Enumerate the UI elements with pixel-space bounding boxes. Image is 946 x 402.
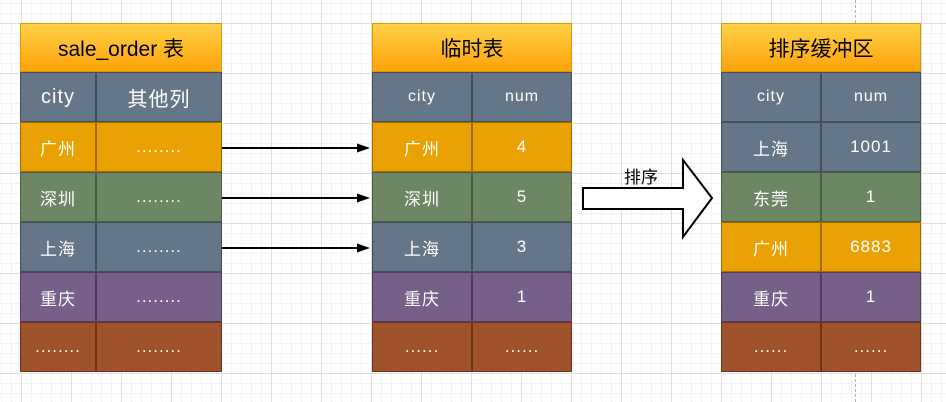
cell-city: 深圳 [372,172,472,222]
cell-city: 重庆 [20,272,96,322]
table-title: 排序缓冲区 [721,23,921,72]
table-sale-order: sale_order 表 city 其他列 广州 ........ 深圳 ...… [20,23,222,372]
table-row: ........ ........ [20,322,222,372]
table-sort-buffer: 排序缓冲区 city num 上海 1001 东莞 1 广州 6883 重庆 1… [721,23,921,372]
table-row: ...... ...... [721,322,921,372]
table-temp: 临时表 city num 广州 4 深圳 5 上海 3 重庆 1 ...... … [372,23,572,372]
cell-num: 1001 [821,122,921,172]
row-mapping-arrow [222,243,370,253]
row-mapping-arrow [222,143,370,153]
cell-num: 1 [821,172,921,222]
cell-value: ........ [96,122,222,172]
table-row: 广州 4 [372,122,572,172]
cell-num: 3 [472,222,572,272]
cell-num: ...... [821,322,921,372]
cell-num: 5 [472,172,572,222]
table-row: 深圳 ........ [20,172,222,222]
cell-num: 1 [472,272,572,322]
cell-city: 广州 [20,122,96,172]
cell-city: 重庆 [372,272,472,322]
table-row: 上海 ........ [20,222,222,272]
row-mapping-arrow [222,193,370,203]
table-header-row: city num [721,72,921,122]
cell-value: ........ [96,222,222,272]
cell-num: 6883 [821,222,921,272]
cell-city: 上海 [721,122,821,172]
table-header-row: city num [372,72,572,122]
cell-num: ...... [472,322,572,372]
table-row: 重庆 1 [721,272,921,322]
cell-city: 广州 [372,122,472,172]
table-row: ...... ...... [372,322,572,372]
cell-value: ........ [96,322,222,372]
table-title: 临时表 [372,23,572,72]
column-header-num: num [472,72,572,122]
table-title: sale_order 表 [20,23,222,72]
table-row: 深圳 5 [372,172,572,222]
cell-value: ........ [96,172,222,222]
cell-value: ........ [96,272,222,322]
sort-arrow-label: 排序 [624,168,658,187]
table-row: 东莞 1 [721,172,921,222]
cell-city: ...... [721,322,821,372]
cell-city: 重庆 [721,272,821,322]
table-header-row: city 其他列 [20,72,222,122]
table-row: 上海 3 [372,222,572,272]
cell-city: 上海 [20,222,96,272]
cell-city: ........ [20,322,96,372]
column-header-city: city [20,72,96,122]
cell-city: 深圳 [20,172,96,222]
cell-city: 上海 [372,222,472,272]
table-row: 上海 1001 [721,122,921,172]
cell-num: 4 [472,122,572,172]
column-header-city: city [721,72,821,122]
table-row: 重庆 1 [372,272,572,322]
cell-city: ...... [372,322,472,372]
cell-num: 1 [821,272,921,322]
table-row: 广州 ........ [20,122,222,172]
column-header-num: num [821,72,921,122]
cell-city: 东莞 [721,172,821,222]
column-header-city: city [372,72,472,122]
column-header-other: 其他列 [96,72,222,122]
table-row: 广州 6883 [721,222,921,272]
cell-city: 广州 [721,222,821,272]
table-row: 重庆 ........ [20,272,222,322]
